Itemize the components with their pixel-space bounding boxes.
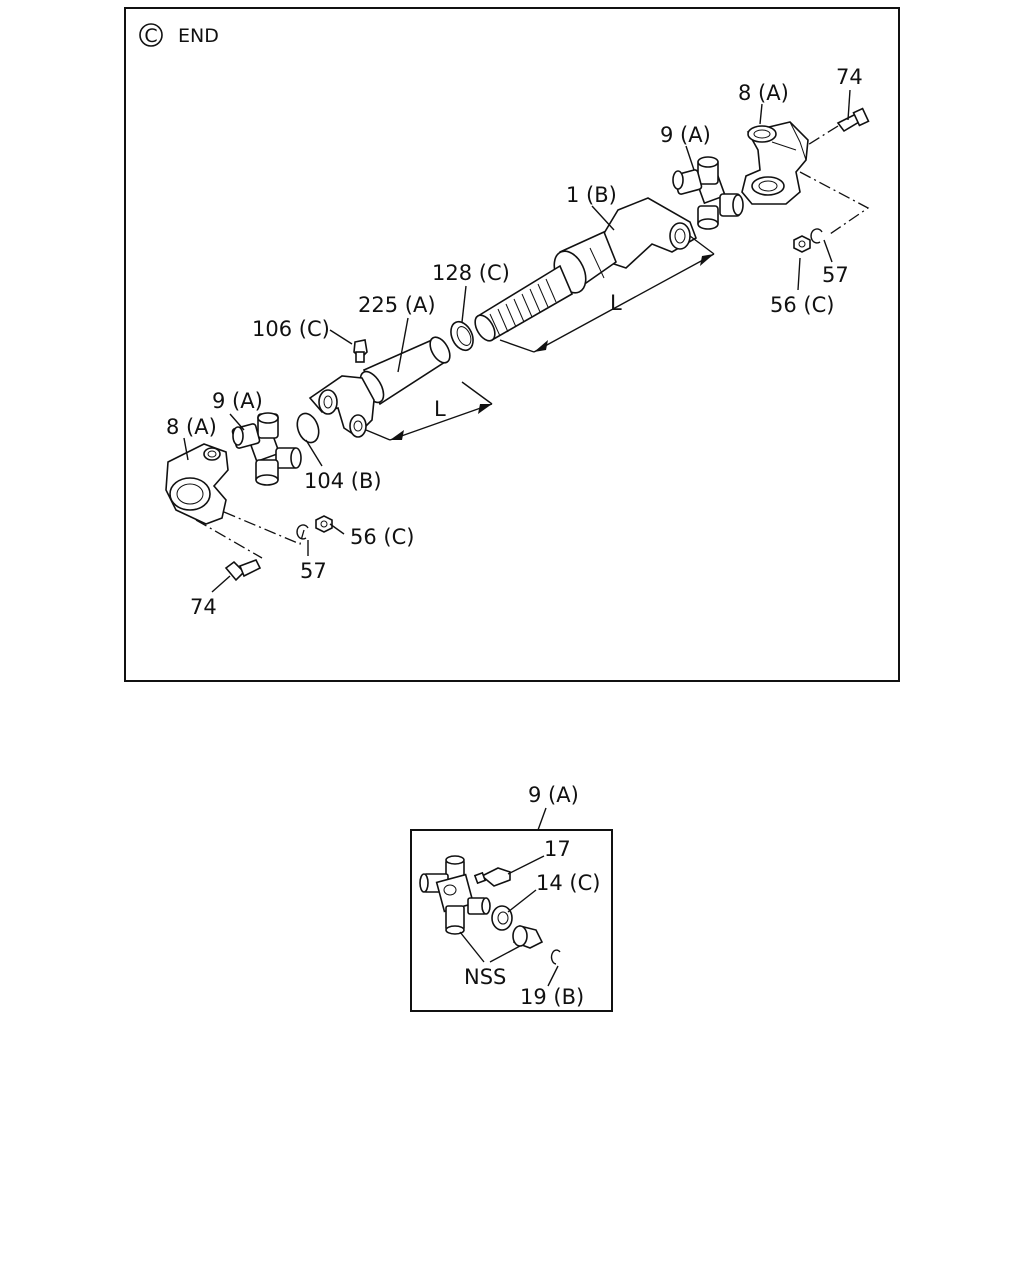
spline-hatching: [489, 278, 557, 337]
detail-title: 9 (A): [528, 783, 579, 807]
label-yoke-right: 8 (A): [738, 81, 789, 105]
dust-seal: [450, 320, 474, 352]
label-grease-fitting: 17: [544, 837, 571, 861]
dashed-lead-left: [223, 511, 305, 545]
nut-right: [793, 235, 811, 253]
plug: [296, 412, 320, 444]
bolt-right: [805, 107, 870, 147]
label-tube: 225 (A): [358, 293, 436, 317]
label-length-upper: L: [610, 291, 622, 315]
circled-mark: [139, 23, 163, 47]
spline-shaft: [474, 264, 574, 342]
label-yoke-left: 8 (A): [166, 415, 217, 439]
dimension-upper: [499, 235, 715, 353]
label-tube-yoke: 1 (B): [566, 183, 617, 207]
grease-nipple: [353, 339, 368, 363]
flange-yoke-right: [741, 121, 809, 205]
label-plug: 104 (B): [304, 469, 382, 493]
label-washer-right: 57: [822, 263, 849, 287]
detail-grease-fitting: [473, 867, 511, 887]
detail-bearing-cup: [512, 925, 544, 949]
label-spider-right: 9 (A): [660, 123, 711, 147]
slip-yoke: [553, 197, 697, 294]
dashed-lead-left-bolt: [195, 519, 263, 559]
label-length-lower: L: [434, 397, 446, 421]
nut-left: [315, 515, 333, 533]
detail-frame: [410, 829, 613, 1012]
label-bolt-left: 74: [190, 595, 217, 619]
tube-yoke: [308, 375, 375, 438]
label-nss: NSS: [464, 965, 506, 989]
label-spider-left: 9 (A): [212, 389, 263, 413]
detail-snap-ring: [550, 949, 561, 965]
circled-mark-letter: C: [144, 25, 157, 47]
detail-spider: [419, 855, 491, 935]
header-title: END: [178, 25, 219, 47]
detail-title-leader: [537, 807, 547, 831]
label-nut-right: 56 (C): [770, 293, 834, 317]
header: C END: [139, 23, 219, 47]
spider-right: [672, 156, 744, 230]
dashed-lead-right: [799, 171, 870, 235]
washer-right: [810, 228, 823, 244]
label-dust-seal: 128 (C): [432, 261, 510, 285]
detail-seal: [491, 905, 513, 931]
leader-lines: [183, 89, 851, 593]
label-nut-left: 56 (C): [350, 525, 414, 549]
main-diagram-frame: [124, 7, 900, 682]
label-bolt-right: 74: [836, 65, 863, 89]
flange-yoke-left: [165, 443, 229, 525]
washer-left: [296, 524, 309, 540]
label-snap-ring: 19 (B): [520, 985, 584, 1009]
tube-assembly: [359, 336, 451, 406]
label-washer-left: 57: [300, 559, 327, 583]
bolt-left: [224, 558, 262, 582]
dimension-lower: [365, 381, 493, 441]
label-seal: 14 (C): [536, 871, 600, 895]
label-grease-nipple: 106 (C): [252, 317, 330, 341]
spider-left: [231, 412, 302, 486]
detail-leaders: [459, 855, 559, 987]
